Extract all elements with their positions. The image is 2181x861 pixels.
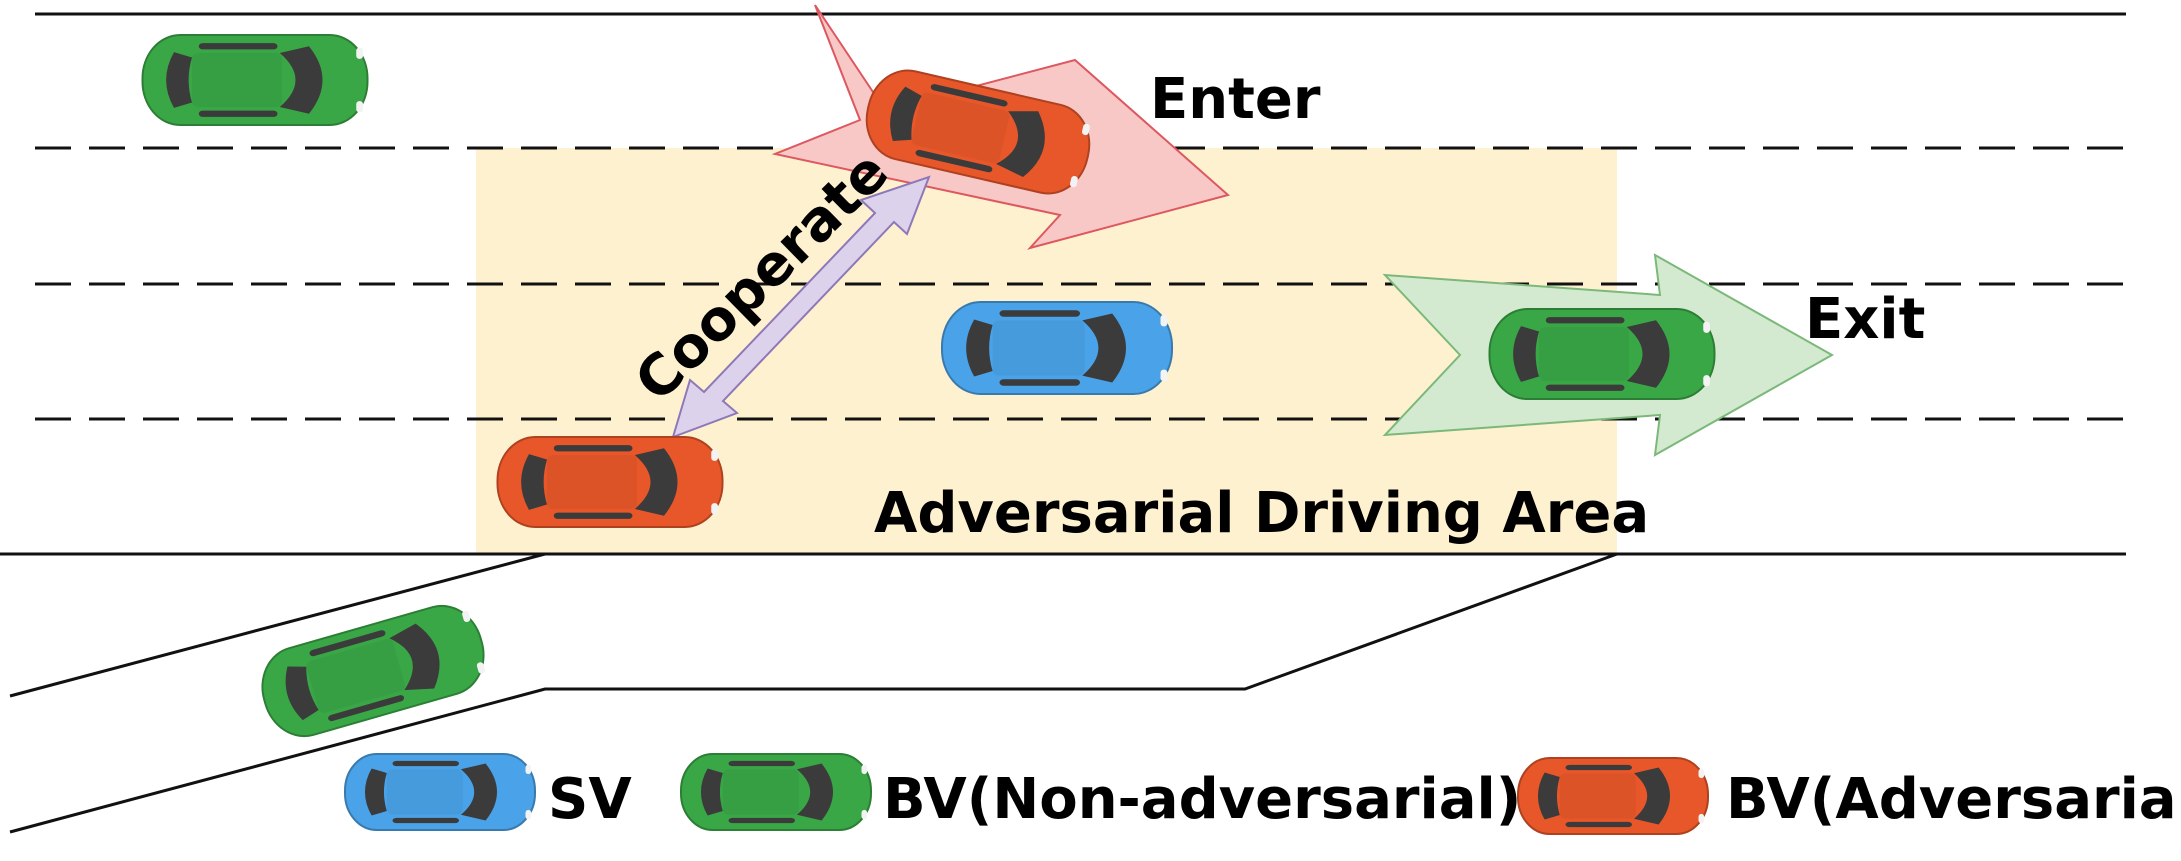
- car-green-top-left: [141, 34, 369, 126]
- car-legend-green: [680, 753, 872, 831]
- car-legend-blue: [344, 753, 536, 831]
- car-blue-sv: [941, 301, 1173, 395]
- legend-label-non-adversarial: BV(Non-adversarial): [883, 767, 1521, 832]
- cooperate-arrow: [671, 175, 931, 439]
- car-orange-bottom: [496, 436, 724, 528]
- area-label: Adversarial Driving Area: [874, 481, 1649, 546]
- lane-markings: [35, 146, 2126, 556]
- enter-label: Enter: [1150, 67, 1321, 132]
- car-legend-orange: [1517, 757, 1709, 835]
- legend: SV BV(Non-adversarial) BV(Adversarial): [548, 767, 2181, 832]
- car-green-exit: [1488, 308, 1716, 400]
- legend-label-adversarial: BV(Adversarial): [1726, 767, 2181, 832]
- exit-label: Exit: [1805, 287, 1925, 352]
- car-orange-enter: [865, 69, 1091, 195]
- car-green-ramp: [261, 604, 486, 738]
- legend-label-sv: SV: [548, 767, 632, 832]
